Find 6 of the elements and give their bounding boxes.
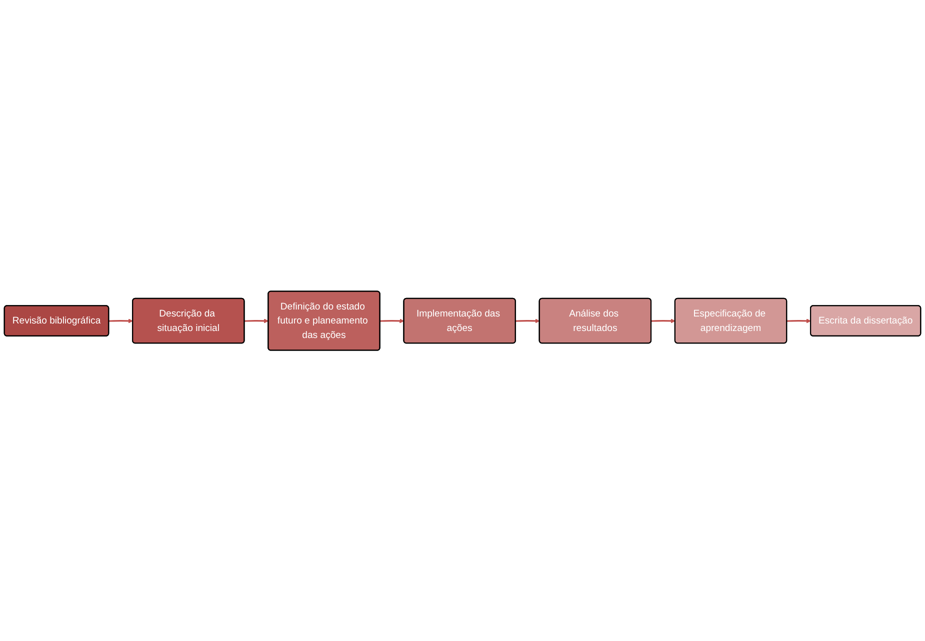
arrow	[244, 318, 269, 323]
arrow	[516, 318, 540, 323]
arrow	[380, 318, 404, 323]
arrow	[651, 318, 676, 323]
arrow	[108, 318, 134, 323]
arrow	[786, 318, 811, 323]
